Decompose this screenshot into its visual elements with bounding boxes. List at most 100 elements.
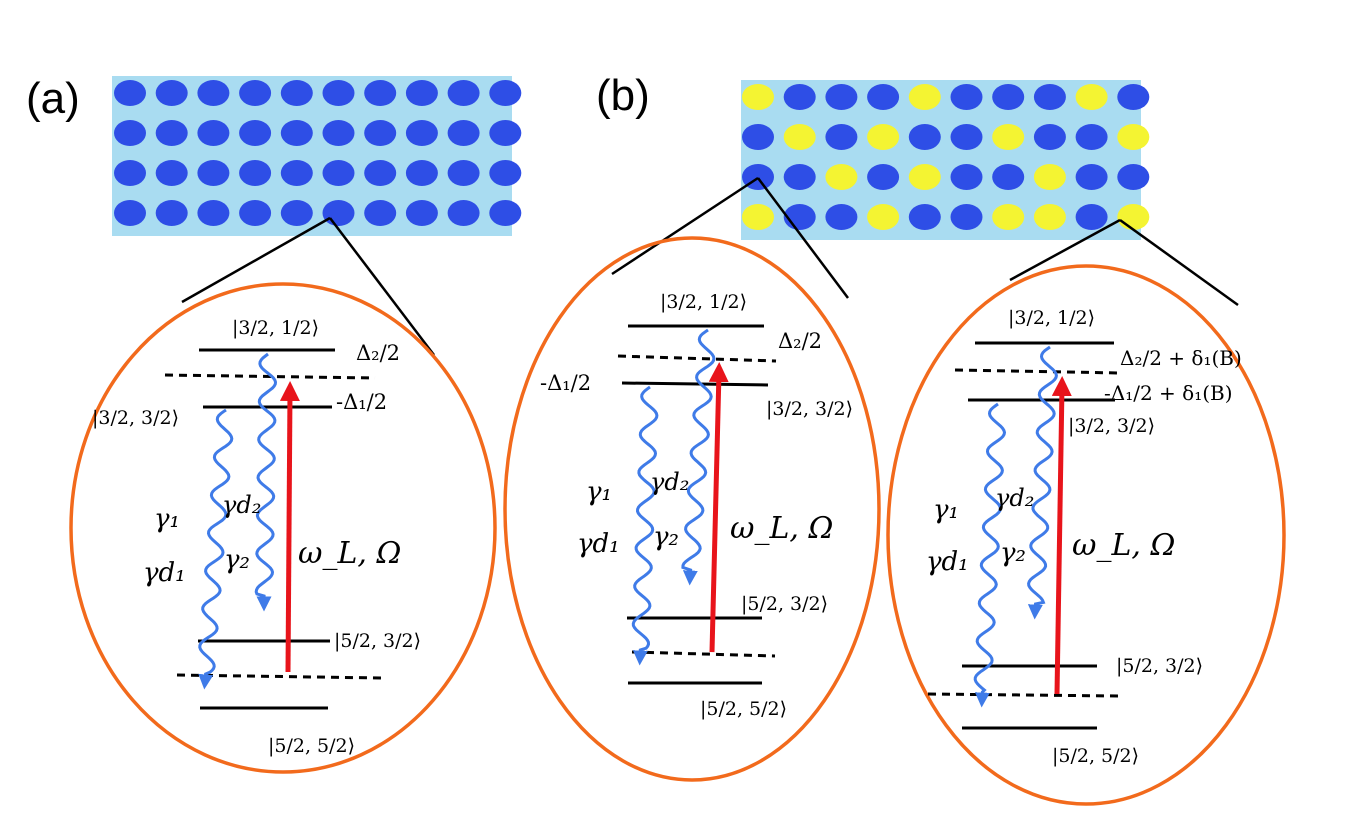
lattice-a-atom-blue [364,80,397,106]
lattice-a-atom-blue [197,80,230,106]
b-left-label-detuning-1: -Δ₁/2 [540,371,591,395]
b-left-level-virtual-lower [631,650,776,658]
lattice-b-atom-yellow [908,164,941,190]
lattice-a-atom-blue [280,80,313,106]
label-detuning-2: Δ₂/2 [356,341,400,365]
label-gamma-1: γ₁ [154,504,180,534]
decay-arrow-gamma1 [198,408,234,690]
lattice-a-atom-blue [447,200,480,226]
laser-arrow [279,381,300,673]
lattice-b-atom-blue [867,164,900,190]
label-detuning-1: -Δ₁/2 [336,390,387,414]
lattice-a-atom-blue [405,200,438,226]
lattice-b-atom-yellow [783,124,816,150]
lattice-b-atom-yellow [867,204,900,230]
lattice-a-atom-blue [364,160,397,186]
lattice-a-atom-blue [447,80,480,106]
b-left-label-gamma-2: γ₂ [653,522,679,552]
lattice-a-atom-blue [197,120,230,146]
lattice-a-atom-blue [280,200,313,226]
label-upper-top: |3/2, 1/2⟩ [232,317,319,339]
lattice-b-atom-blue [992,84,1025,110]
lattice-a-atom-blue [155,80,188,106]
lattice-a-atom-blue [489,160,522,186]
b-right-decay-arrow-gamma2 [1027,345,1058,620]
lattice-a-atom-blue [489,120,522,146]
lattice-b [741,80,1150,240]
lattice-b-atom-blue [1117,84,1150,110]
b-right-decay-arrow-gamma1 [973,402,1007,708]
lattice-b-atom-blue [1033,84,1066,110]
lattice-a-atom-blue [447,120,480,146]
b-right-level-virtual-upper [954,368,1121,375]
lattice-b-atom-yellow [867,124,900,150]
lattice-b-atom-blue [825,124,858,150]
lattice-b-atom-yellow [742,204,774,230]
panel-b-label: (b) [596,71,650,120]
lattice-b-atom-blue [783,84,816,110]
b-right-label-lower-bottom: |5/2, 5/2⟩ [1052,745,1139,767]
zoom-line-b-right-2 [1119,218,1239,307]
lattice-a-atom-blue [489,80,522,106]
b-left-label-lower-top: |5/2, 3/2⟩ [741,593,828,615]
lattice-b-atom-blue [950,164,983,190]
zoom-line-b-right-1 [1009,218,1121,282]
lattice-b-atom-yellow [908,84,941,110]
lattice-a-atom-blue [489,200,522,226]
lattice-b-atom-blue [825,84,858,110]
b-left-label-upper-bottom: |3/2, 3/2⟩ [766,398,853,420]
lattice-b-atom-blue [1075,204,1108,230]
lattice-a-atom-blue [280,160,313,186]
b-left-label-laser: ω_L, Ω [730,511,833,546]
lattice-a [112,76,522,236]
lattice-b-atom-blue [950,124,983,150]
lattice-b-atom-yellow [992,124,1025,150]
lattice-b-atom-yellow [1033,204,1066,230]
lattice-b-atom-yellow [1117,204,1150,230]
zoom-line-b-left-2 [757,177,849,299]
b-right-level-virtual-lower [927,692,1119,698]
label-lower-top: |5/2, 3/2⟩ [334,630,421,652]
b-right-label-gamma-2: γ₂ [1000,538,1026,568]
lattice-b-atom-yellow [1033,164,1066,190]
lattice-b-atom-blue [742,124,774,150]
b-left-level-virtual-upper [617,354,777,363]
lattice-a-atom-blue [114,120,146,146]
lattice-a-atom-blue [155,160,188,186]
b-left-decay-arrow-gamma2 [681,328,716,586]
lattice-a-atom-blue [405,80,438,106]
lattice-a-atom-blue [239,200,272,226]
lattice-a-atom-blue [405,120,438,146]
b-left-label-gamma-d2: γd₂ [650,468,689,496]
panel-a-label: (a) [26,74,80,123]
lattice-b-atom-blue [825,204,858,230]
b-left-label-gamma-d1: γd₁ [577,529,620,559]
b-right-label-gamma-1: γ₁ [933,495,959,525]
label-gamma-2: γ₂ [224,545,250,575]
lattice-a-atom-blue [322,120,355,146]
lattice-a-atom-blue [114,200,146,226]
label-upper-bottom: |3/2, 3/2⟩ [92,407,179,429]
zoom-ellipse-b-right [886,264,1286,806]
label-gamma-d1: γd₁ [143,558,186,588]
lattice-a-atom-blue [322,200,355,226]
b-right-label-detuning-2: Δ₂/2 + δ₁(B) [1120,346,1242,370]
lattice-b-atom-blue [783,164,816,190]
lattice-b-atom-blue [950,84,983,110]
b-right-label-gamma-d2: γd₂ [995,484,1034,512]
lattice-b-atom-yellow [1075,84,1108,110]
zoom-ellipse-a [69,282,497,774]
lattice-a-atom-blue [155,120,188,146]
lattice-a-atom-blue [447,160,480,186]
label-lower-bottom: |5/2, 5/2⟩ [268,735,355,757]
b-right-label-laser: ω_L, Ω [1072,528,1175,563]
lattice-b-atom-yellow [1117,124,1150,150]
panel-a: (a) |3/2, 1/2⟩ |3/2, 3/2⟩ |5/2, 3/2⟩ |5/… [26,74,522,774]
label-gamma-d2: γd₂ [222,491,261,519]
b-right-label-upper-bottom: |3/2, 3/2⟩ [1068,415,1155,437]
b-right-label-gamma-d1: γd₁ [926,547,969,577]
lattice-a-atom-blue [114,160,146,186]
level-virtual-lower [176,673,383,680]
lattice-b-atom-blue [1075,164,1108,190]
lattice-a-atom-blue [322,160,355,186]
